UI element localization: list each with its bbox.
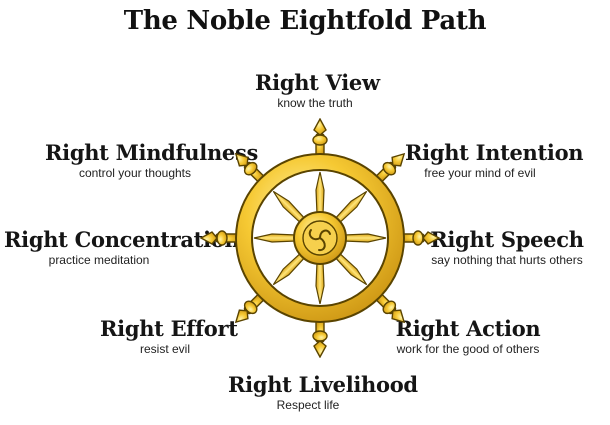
path-desc: say nothing that hurts others (431, 253, 583, 267)
path-name: Right Mindfulness (45, 140, 259, 165)
path-name: Right View (255, 70, 380, 95)
path-name: Right Livelihood (228, 372, 418, 397)
wheel-handle (401, 230, 440, 246)
wheel-handles (200, 118, 440, 358)
path-desc: Respect life (276, 398, 340, 412)
path-right-effort: Right Effort resist evil (100, 316, 238, 357)
path-right-speech: Right Speech say nothing that hurts othe… (412, 227, 602, 268)
wheel-handle (375, 152, 406, 183)
path-desc: know the truth (277, 96, 353, 110)
path-right-intention: Right Intention free your mind of evil (405, 140, 584, 181)
path-desc: control your thoughts (78, 166, 192, 180)
wheel-handle (200, 230, 239, 246)
path-name: Right Action (395, 316, 541, 341)
wheel-handle (312, 118, 328, 157)
path-name: Right Effort (100, 316, 238, 341)
path-desc: resist evil (139, 342, 190, 356)
path-name: Right Intention (405, 140, 584, 165)
page-title: The Noble Eightfold Path (123, 6, 487, 36)
path-name: Right Speech (430, 227, 584, 252)
path-right-mindfulness: Right Mindfulness control your thoughts (45, 140, 259, 181)
path-right-view: Right View know the truth (255, 70, 380, 111)
path-right-concentration: Right Concentration practice meditation (4, 227, 240, 268)
path-right-livelihood: Right Livelihood Respect life (228, 372, 418, 413)
hub-swirl-icon (308, 229, 331, 252)
wheel-handle (312, 319, 328, 358)
dharma-wheel-icon (200, 118, 440, 358)
path-desc: work for the good of others (396, 342, 540, 356)
path-right-action: Right Action work for the good of others (378, 316, 558, 357)
wheel-spokes (253, 171, 387, 305)
path-name: Right Concentration (4, 227, 240, 252)
path-desc: free your mind of evil (424, 166, 536, 180)
path-desc: practice meditation (48, 253, 150, 267)
wheel-handle (375, 293, 406, 324)
